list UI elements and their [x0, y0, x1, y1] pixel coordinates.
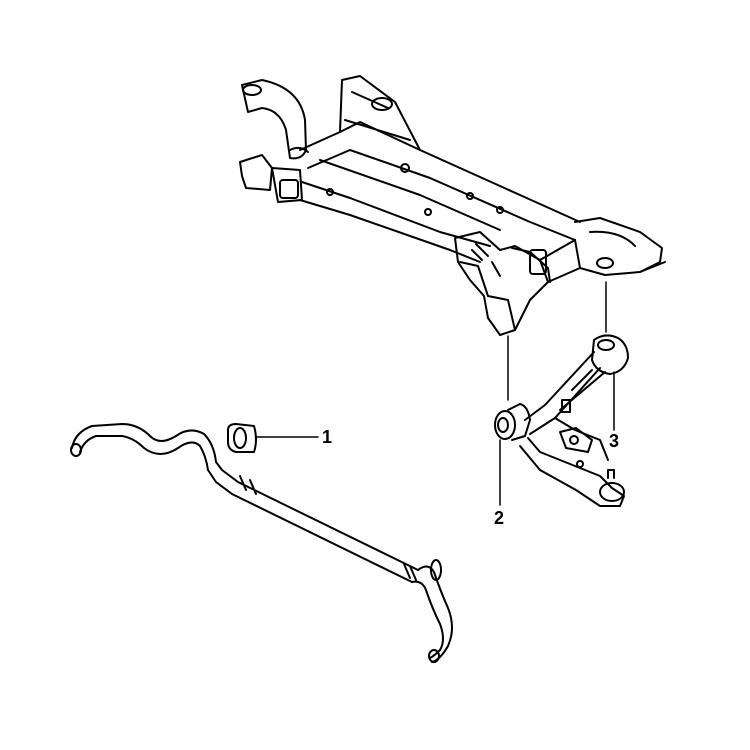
lower-control-arm [494, 334, 629, 507]
leader-lines [255, 281, 615, 506]
stabilizer-bushing [227, 423, 257, 453]
callout-1: 1 [322, 427, 333, 447]
subframe-crossmember [239, 75, 666, 336]
callout-2: 2 [494, 508, 505, 528]
stabilizer-bar [70, 423, 453, 663]
callout-3: 3 [609, 431, 620, 451]
